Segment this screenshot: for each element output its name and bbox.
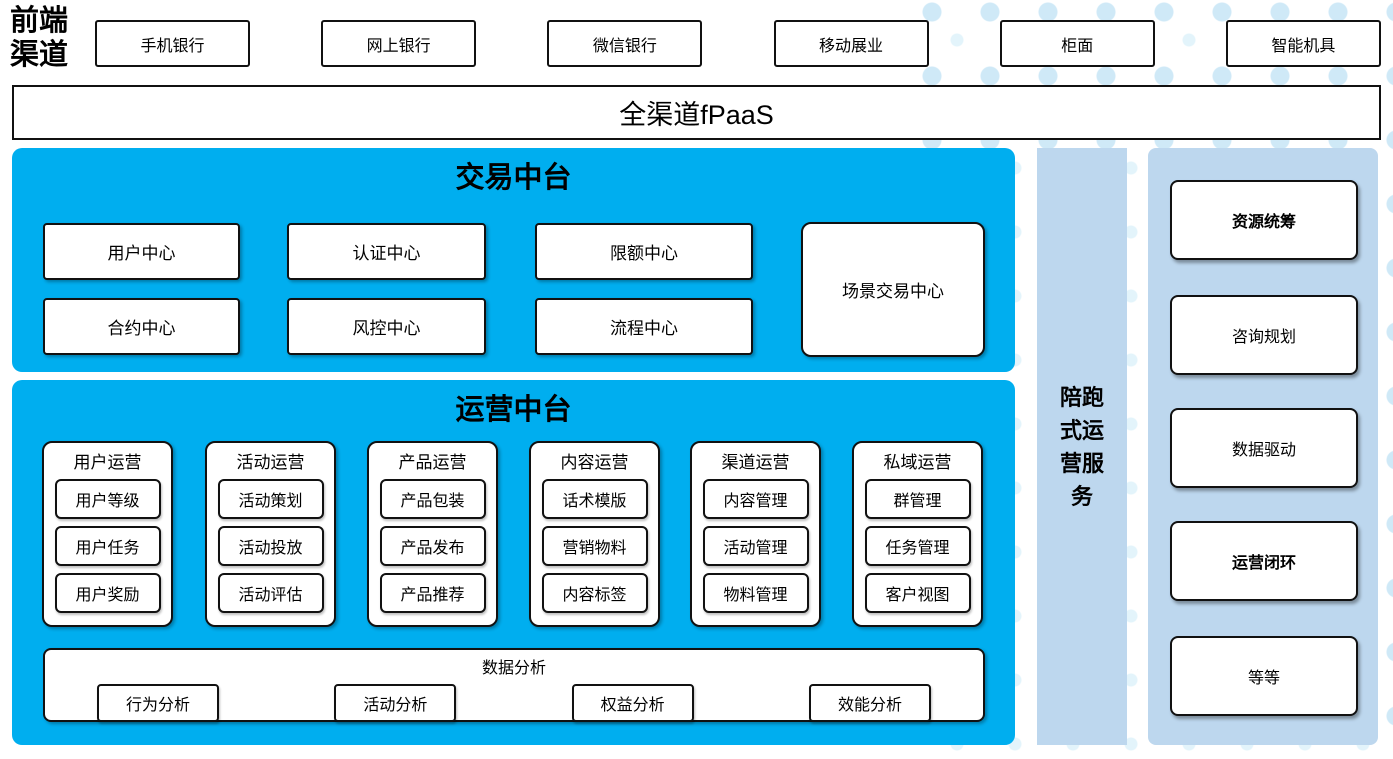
operation-column-title: 用户运营 (73, 453, 142, 472)
analysis-box: 行为分析 (97, 684, 219, 722)
operation-item-box: 群管理 (864, 479, 971, 519)
operation-item-box: 活动投放 (217, 526, 324, 566)
transaction-platform-section: 交易中台 用户中心认证中心限额中心合约中心风控中心流程中心 场景交易中心 (12, 148, 1015, 372)
operation-column: 产品运营产品包装产品发布产品推荐 (367, 441, 498, 627)
channel-box: 柜面 (999, 20, 1155, 67)
operation-item-box: 用户等级 (54, 479, 161, 519)
fpaas-bar: 全渠道fPaaS (12, 85, 1381, 140)
operation-item-box: 内容标签 (541, 573, 648, 613)
operation-item-box: 活动评估 (217, 573, 324, 613)
operation-item-box: 营销物料 (541, 526, 648, 566)
channel-box: 移动展业 (773, 20, 929, 67)
operation-platform-title: 运营中台 (455, 394, 572, 426)
analysis-box: 活动分析 (334, 684, 457, 722)
fpaas-bar-label: 全渠道fPaaS (619, 100, 774, 130)
analysis-box: 权益分析 (571, 684, 694, 722)
transaction-center-box: 限额中心 (535, 223, 753, 280)
analysis-box: 效能分析 (808, 684, 931, 722)
service-box: 数据驱动 (1170, 408, 1358, 488)
companion-service-label: 陪跑式运营服务 (1059, 384, 1104, 509)
channel-box: 手机银行 (95, 20, 250, 67)
operation-item-box: 话术模版 (541, 479, 648, 519)
scenario-transaction-center-box: 场景交易中心 (801, 222, 985, 357)
operation-item-box: 用户任务 (54, 526, 161, 566)
operation-item-box: 活动管理 (702, 526, 809, 566)
operation-column: 用户运营用户等级用户任务用户奖励 (42, 441, 173, 627)
operation-column-title: 内容运营 (560, 453, 629, 472)
operation-column: 内容运营话术模版营销物料内容标签 (529, 441, 660, 627)
operation-column: 渠道运营内容管理活动管理物料管理 (690, 441, 821, 627)
data-analysis-title: 数据分析 (481, 660, 546, 677)
operation-item-box: 物料管理 (702, 573, 809, 613)
channel-box: 微信银行 (547, 20, 703, 67)
transaction-center-box: 用户中心 (43, 223, 240, 280)
transaction-center-box: 认证中心 (287, 223, 486, 280)
operation-item-box: 内容管理 (702, 479, 809, 519)
operation-item-box: 活动策划 (217, 479, 324, 519)
channel-box: 网上银行 (321, 20, 477, 67)
channel-box: 智能机具 (1225, 20, 1381, 67)
operation-column: 活动运营活动策划活动投放活动评估 (205, 441, 336, 627)
transaction-platform-title: 交易中台 (455, 162, 572, 194)
operation-item-box: 客户视图 (864, 573, 971, 613)
service-column: 资源统筹咨询规划数据驱动运营闭环等等 (1148, 148, 1378, 745)
service-box: 运营闭环 (1170, 521, 1358, 601)
transaction-center-box: 风控中心 (287, 298, 486, 355)
operation-column-title: 私域运营 (883, 453, 952, 472)
operation-column: 私域运营群管理任务管理客户视图 (852, 441, 983, 627)
operation-platform-section: 运营中台 用户运营用户等级用户任务用户奖励活动运营活动策划活动投放活动评估产品运… (12, 380, 1015, 745)
operation-column-title: 渠道运营 (721, 453, 790, 472)
service-box: 等等 (1170, 636, 1358, 716)
front-channels-label: 前端渠道 (10, 5, 69, 71)
operation-column-title: 活动运营 (236, 453, 305, 472)
data-analysis-items: 行为分析 活动分析 权益分析 效能分析 (45, 678, 983, 722)
operation-item-box: 产品推荐 (379, 573, 486, 613)
operation-item-box: 用户奖励 (54, 573, 161, 613)
transaction-center-box: 流程中心 (535, 298, 753, 355)
companion-service-bar: 陪跑式运营服务 (1037, 148, 1127, 745)
operation-item-box: 产品包装 (379, 479, 486, 519)
transaction-center-box: 合约中心 (43, 298, 240, 355)
front-channels-row: 手机银行 网上银行 微信银行 移动展业 柜面 智能机具 (95, 20, 1381, 67)
data-analysis-panel: 数据分析 行为分析 活动分析 权益分析 效能分析 (43, 648, 985, 722)
operation-item-box: 产品发布 (379, 526, 486, 566)
operation-item-box: 任务管理 (864, 526, 971, 566)
service-box: 资源统筹 (1170, 180, 1358, 260)
service-box: 咨询规划 (1170, 295, 1358, 375)
operation-column-title: 产品运营 (398, 453, 467, 472)
